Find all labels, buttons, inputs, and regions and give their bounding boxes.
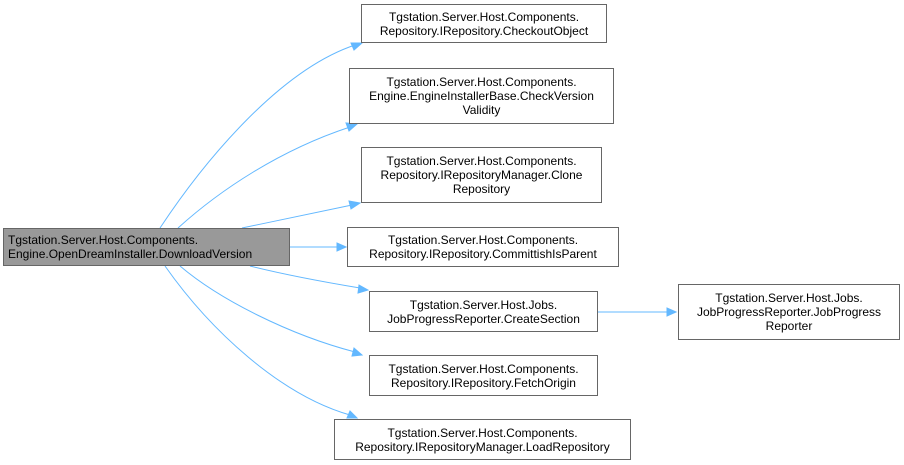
arrowhead	[666, 307, 678, 317]
arrowhead	[346, 410, 359, 419]
arrowhead	[336, 242, 348, 252]
node-label-line: JobProgressReporter.JobProgress	[696, 305, 882, 319]
edge-to-checkout-object	[159, 44, 356, 229]
node-label-line: Tgstation.Server.Host.Components.	[386, 75, 577, 89]
node-label-line: Tgstation.Server.Host.Jobs.	[715, 291, 863, 305]
node-label-line: Tgstation.Server.Host.Components.	[388, 361, 579, 376]
node-clone-repository[interactable]: Tgstation.Server.Host.Components.Reposit…	[361, 147, 602, 203]
arrowhead	[350, 42, 364, 51]
edge-to-check-version-validity	[177, 126, 351, 229]
node-label-line: Engine.OpenDreamInstaller.DownloadVersio…	[8, 247, 253, 261]
edge-to-fetch-origin	[179, 265, 356, 353]
edge-to-load-repository	[164, 265, 351, 416]
node-download-version[interactable]: Tgstation.Server.Host.Components.Engine.…	[3, 228, 290, 266]
arrowhead	[345, 122, 359, 132]
node-label-line: Repository.IRepository.CheckoutObject	[379, 23, 589, 38]
node-label-line: Repository.IRepositoryManager.Clone	[380, 168, 583, 182]
arrowhead	[357, 284, 370, 294]
node-check-version-validity[interactable]: Tgstation.Server.Host.Components.Engine.…	[349, 68, 614, 124]
node-label-line: Tgstation.Server.Host.Components.	[387, 233, 579, 247]
node-label-line: Validity	[462, 103, 501, 117]
node-checkout-object[interactable]: Tgstation.Server.Host.Components.Reposit…	[361, 4, 607, 43]
node-fetch-origin[interactable]: Tgstation.Server.Host.Components.Reposit…	[369, 355, 598, 396]
node-label-line: Tgstation.Server.Host.Components.	[386, 154, 577, 168]
edge-to-create-section	[249, 265, 361, 289]
node-committish-is-parent[interactable]: Tgstation.Server.Host.Components.Reposit…	[347, 227, 619, 267]
node-label-line: Tgstation.Server.Host.Components.	[387, 425, 578, 440]
node-label-line: Reporter	[765, 319, 813, 333]
arrowhead	[348, 200, 362, 210]
node-create-section[interactable]: Tgstation.Server.Host.Jobs.JobProgressRe…	[369, 291, 598, 332]
node-job-progress-reporter[interactable]: Tgstation.Server.Host.Jobs.JobProgressRe…	[678, 284, 900, 340]
arrowhead	[351, 347, 364, 357]
node-label-line: Tgstation.Server.Host.Components.	[8, 233, 199, 247]
node-label-line: Repository.IRepositoryManager.LoadReposi…	[355, 439, 610, 454]
node-load-repository[interactable]: Tgstation.Server.Host.Components.Reposit…	[334, 419, 631, 460]
node-label-line: JobProgressReporter.CreateSection	[387, 311, 580, 326]
node-label-line: Repository.IRepository.CommittishIsParen…	[369, 247, 597, 261]
node-label-line: Repository	[452, 182, 511, 196]
node-label-line: Engine.EngineInstallerBase.CheckVersion	[369, 89, 594, 103]
edge-to-clone-repository	[241, 204, 353, 229]
node-label-line: Tgstation.Server.Host.Components.	[388, 9, 580, 24]
node-label-line: Repository.IRepository.FetchOrigin	[391, 375, 576, 390]
node-label-line: Tgstation.Server.Host.Jobs.	[409, 297, 558, 312]
